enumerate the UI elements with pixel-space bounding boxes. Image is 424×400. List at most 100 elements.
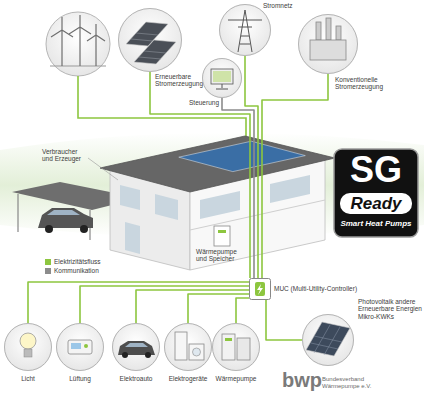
- circle-outline: [220, 5, 271, 56]
- power-line: [262, 74, 328, 278]
- node-label: Licht: [0, 375, 58, 382]
- chimney: [336, 26, 341, 40]
- circle-outline: [113, 324, 160, 371]
- monitor-stand: [216, 84, 228, 89]
- logo-text: bwp: [282, 370, 322, 390]
- legend-row: Kommunikation: [45, 267, 135, 275]
- panel-button: [84, 344, 88, 348]
- node-label: MUC (Multi-Utility-Controller): [274, 285, 384, 292]
- power-pylon: [228, 10, 262, 52]
- consumer-circle: Elektroauto: [112, 323, 160, 371]
- washing-machine: [189, 344, 204, 360]
- factory-building: [310, 40, 346, 60]
- node-outline: [56, 323, 104, 371]
- node-label: Photovoltaik andere Erneuerbare Energien…: [358, 298, 422, 320]
- power-line: [150, 72, 250, 278]
- circle-fill: [164, 323, 212, 371]
- node-outline: [164, 323, 212, 371]
- legend-label: Elektrizitätsfluss: [54, 258, 101, 266]
- circle-outline: [119, 9, 182, 72]
- circle-outline: [5, 324, 52, 371]
- controller-fill: [249, 278, 271, 300]
- control-circle: Steuerung: [202, 58, 242, 98]
- circle-outline: [213, 324, 260, 371]
- logo-text: SG: [333, 152, 419, 188]
- power-line: [236, 298, 249, 323]
- source-circle: Erneuerbare Stromerzeugung: [118, 8, 182, 72]
- door: [125, 222, 140, 254]
- node-label: Wärmepumpe: [206, 375, 266, 382]
- circle-fill: [298, 14, 358, 74]
- lightning-symbol: [257, 284, 263, 295]
- source-circle: Konventionelle Stromerzeugung: [298, 14, 358, 74]
- logo-text: Ready: [340, 193, 412, 214]
- heat-pump-unit: [214, 226, 230, 246]
- legend-swatch: [45, 268, 51, 274]
- roof-solar-panel: [179, 141, 305, 171]
- window: [270, 175, 310, 203]
- node-label: Elektroauto: [106, 375, 166, 382]
- node-outline: [212, 323, 260, 371]
- car-window: [125, 343, 148, 347]
- legend-row: Elektrizitätsfluss: [45, 258, 135, 266]
- node-outline: [298, 14, 358, 74]
- circle-fill: [212, 323, 260, 371]
- power-line: [136, 290, 249, 323]
- heat-pump-display: [218, 230, 226, 233]
- panel-grid: [131, 33, 166, 59]
- car-window: [47, 210, 80, 215]
- node-outline: [118, 8, 182, 72]
- heat-pump-display: [225, 338, 232, 341]
- pv-panel: [306, 322, 350, 356]
- logo-badge: SGReadySmart Heat Pumps: [333, 148, 419, 238]
- power-line: [28, 282, 249, 323]
- box-outline: [250, 279, 271, 300]
- window: [155, 194, 178, 220]
- leader-line: [88, 158, 118, 180]
- monitor: [211, 69, 233, 84]
- node-label: Steuerung: [169, 99, 219, 106]
- circle-fill: [56, 323, 104, 371]
- light-bulb: [20, 333, 36, 349]
- storage-tank: [237, 338, 250, 360]
- ventilation-panel: [68, 340, 92, 354]
- consumer-circle: Wärmepumpe: [212, 323, 260, 371]
- node-outline: [202, 58, 242, 98]
- panel-grid: [311, 325, 342, 355]
- circle-outline: [57, 324, 104, 371]
- monitor-screen: [213, 71, 231, 82]
- controller-box: MUC (Multi-Utility-Controller): [249, 278, 271, 300]
- node-outline: [249, 278, 271, 300]
- heat-pump-unit: [222, 334, 235, 360]
- legend-swatch: [45, 259, 51, 265]
- power-line: [80, 286, 249, 323]
- car-wheel: [122, 352, 128, 358]
- machine-door: [193, 348, 201, 356]
- circle-fill: [112, 323, 160, 371]
- node-outline: [219, 4, 271, 56]
- wind-turbine: [51, 17, 73, 66]
- car: [38, 208, 93, 228]
- bulb-base: [24, 349, 32, 357]
- wind-turbine: [87, 24, 105, 66]
- circle-outline: [299, 15, 358, 74]
- badge-shape: [334, 149, 418, 237]
- wind-circle: [46, 12, 110, 76]
- power-line: [245, 56, 258, 278]
- node-outline: [112, 323, 160, 371]
- circle-fill: [302, 314, 354, 366]
- circle-outline: [165, 324, 212, 371]
- node-label: Elektrogeräte: [158, 375, 218, 382]
- window: [120, 185, 140, 210]
- ground-line: [50, 66, 106, 67]
- consumer-circle: Lüftung: [56, 323, 104, 371]
- node-outline: [4, 323, 52, 371]
- fridge: [175, 332, 187, 360]
- car-wheel: [145, 352, 151, 358]
- consumer-circle: Licht: [4, 323, 52, 371]
- chimney: [326, 18, 331, 40]
- grid-circle: Stromnetz: [219, 4, 271, 56]
- pv-circle: Photovoltaik andere Erneuerbare Energien…: [302, 314, 354, 366]
- node-label: Konventionelle Stromerzeugung: [335, 76, 390, 91]
- logo-text: Bundesverband Wärmepumpe e.V.: [322, 376, 382, 390]
